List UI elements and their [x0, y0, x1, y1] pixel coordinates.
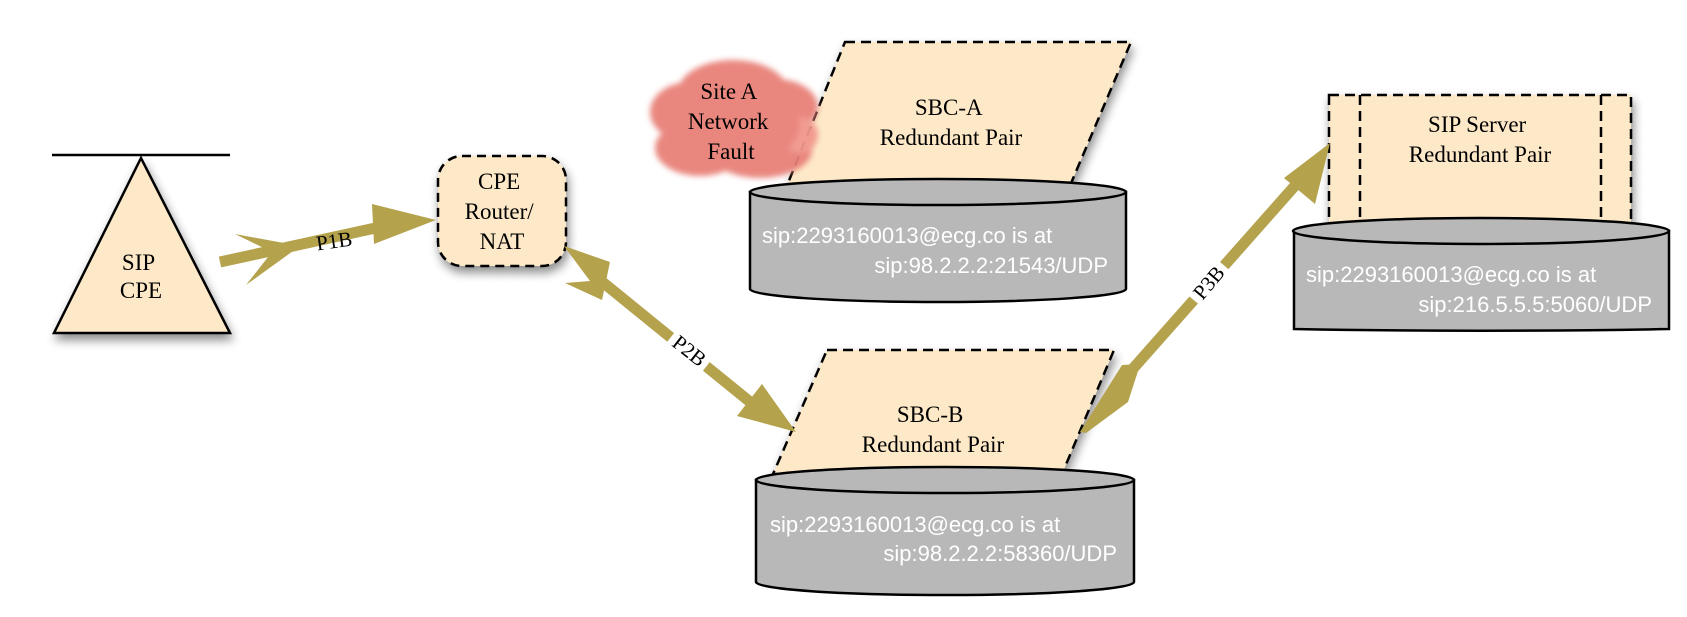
svg-text:sip:2293160013@ecg.co is at: sip:2293160013@ecg.co is at sip:98.2.2.2…	[762, 223, 1108, 278]
fault-cloud: Site A Network Fault	[650, 60, 818, 178]
sbc-b-label-line1: SBC-B	[897, 402, 963, 427]
arrow-p1b: P1B	[218, 204, 436, 285]
svg-text:sip:2293160013@ecg.co is at: sip:2293160013@ecg.co is at sip:216.5.5.…	[1306, 262, 1652, 317]
svg-text:Site A Network Fau: Site A Network Fault	[688, 79, 774, 164]
sip-server-label-line1: SIP Server	[1428, 112, 1527, 137]
arrow-p2b: P2B	[564, 246, 796, 432]
cpe-router-label-line3: NAT	[480, 229, 525, 254]
sip-server-node: SIP Server Redundant Pair sip:2293160013…	[1291, 93, 1671, 332]
svg-text:SBC-B Redundant Pair: SBC-B Redundant Pair	[862, 402, 1005, 457]
sip-cpe-node: SIP CPE	[51, 153, 233, 335]
sip-cpe-label-line1: SIP	[122, 250, 154, 275]
sip-server-box	[1327, 93, 1633, 232]
svg-text:sip:2293160013@ecg.co is at: sip:2293160013@ecg.co is at sip:98.2.2.2…	[770, 512, 1117, 566]
sip-server-label-line2: Redundant Pair	[1409, 142, 1552, 167]
fault-label-line1: Site A	[700, 79, 757, 104]
sbc-a-parallelogram	[784, 40, 1133, 190]
sip-cpe-triangle	[51, 155, 233, 335]
p1b-label: P1B	[315, 227, 354, 256]
sbc-a-node: SBC-A Redundant Pair sip:2293160013@ecg.…	[748, 40, 1133, 304]
svg-text:SIP CPE: SIP CPE	[120, 250, 162, 303]
svg-text:SIP Server Redundant Pai: SIP Server Redundant Pair	[1409, 112, 1552, 167]
sbc-b-label-line2: Redundant Pair	[862, 432, 1005, 457]
sip-cpe-label-line2: CPE	[120, 278, 162, 303]
sbc-a-database: sip:2293160013@ecg.co is at sip:98.2.2.2…	[748, 177, 1128, 304]
cpe-router-box	[436, 154, 568, 268]
sbc-a-label-line1: SBC-A	[915, 95, 983, 120]
cpe-router-label-line1: CPE	[478, 169, 520, 194]
cpe-router-node: CPE Router/ NAT	[436, 154, 568, 268]
sbc-a-binding-line1: sip:2293160013@ecg.co is at	[762, 223, 1052, 248]
fault-label-line3: Fault	[707, 139, 755, 164]
cpe-router-label-line2: Router/	[465, 199, 535, 224]
sbc-b-node: SBC-B Redundant Pair sip:2293160013@ecg.…	[754, 348, 1136, 597]
sbc-b-binding-line2: sip:98.2.2.2:58360/UDP	[883, 541, 1117, 566]
sbc-a-label-line2: Redundant Pair	[880, 125, 1023, 150]
sbc-b-database: sip:2293160013@ecg.co is at sip:98.2.2.2…	[754, 465, 1136, 597]
sip-server-binding-line2: sip:216.5.5.5:5060/UDP	[1418, 292, 1652, 317]
sip-server-binding-line1: sip:2293160013@ecg.co is at	[1306, 262, 1596, 287]
fault-label-line2: Network	[688, 109, 769, 134]
svg-text:SBC-A Redundant Pair: SBC-A Redundant Pair	[880, 95, 1023, 150]
svg-text:CPE Router/ NAT: CPE Router/ NAT	[465, 169, 540, 254]
sip-server-database: sip:2293160013@ecg.co is at sip:216.5.5.…	[1291, 216, 1671, 332]
sbc-a-binding-line2: sip:98.2.2.2:21543/UDP	[874, 253, 1108, 278]
sbc-b-binding-line1: sip:2293160013@ecg.co is at	[770, 512, 1060, 537]
